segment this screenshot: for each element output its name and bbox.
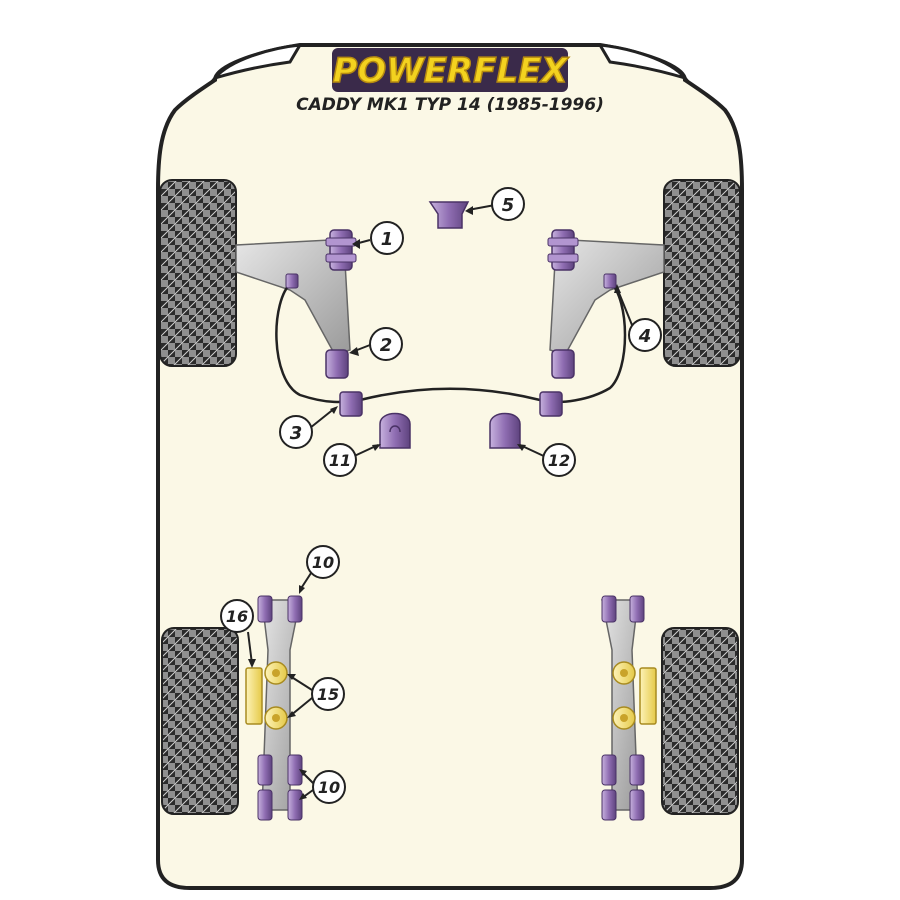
svg-text:5: 5 (502, 195, 515, 216)
callout-3: 3 (279, 415, 313, 449)
bush-1-icon (325, 229, 357, 271)
front-left-tyre-icon (159, 179, 237, 367)
svg-text:15: 15 (317, 685, 339, 704)
bush-2-icon (325, 349, 349, 379)
callout-1: 1 (370, 221, 404, 255)
callout-10-top: 10 (306, 545, 340, 579)
callout-11: 11 (323, 443, 357, 477)
svg-text:1: 1 (381, 229, 394, 250)
leader-arrowheads (248, 206, 621, 800)
powerflex-logo: POWERFLEX (332, 48, 570, 92)
bush-3-icon (339, 391, 363, 417)
front-right-tyre-icon (663, 179, 741, 367)
rear-right-tyre-icon (661, 627, 739, 815)
bump-pad-16-left-icon (245, 667, 263, 725)
logo-text: POWERFLEX (332, 51, 569, 91)
callout-16: 16 (220, 599, 254, 633)
bush-4-left-icon (285, 273, 299, 289)
bush-1-right-icon (547, 229, 579, 271)
svg-text:4: 4 (638, 326, 652, 347)
bush-4-icon (603, 273, 617, 289)
callout-2: 2 (369, 327, 403, 361)
callout-12: 12 (542, 443, 576, 477)
rear-left-tyre-icon (161, 627, 239, 815)
svg-text:10: 10 (312, 553, 334, 572)
callout-15: 15 (311, 677, 345, 711)
page-title: CADDY MK1 TYP 14 (1985-1996) (296, 95, 604, 115)
callout-10-bottom: 10 (312, 770, 346, 804)
anti-roll-bar (275, 281, 627, 404)
svg-text:10: 10 (318, 778, 340, 797)
callout-4: 4 (628, 318, 662, 352)
bump-pad-16-right-icon (639, 667, 657, 725)
bush-2-right-icon (551, 349, 575, 379)
bush-3-right-icon (539, 391, 563, 417)
car-body-outline (156, 43, 744, 890)
bush-5-icon (428, 201, 470, 229)
svg-text:16: 16 (226, 607, 248, 626)
svg-text:2: 2 (380, 335, 393, 356)
left-headlight (210, 43, 303, 81)
svg-text:3: 3 (290, 423, 303, 444)
svg-text:11: 11 (329, 451, 351, 470)
svg-text:12: 12 (548, 451, 570, 470)
bush-12-icon (489, 412, 521, 449)
bush-11-icon (379, 412, 411, 449)
callout-5: 5 (491, 187, 525, 221)
bush-10-icons (257, 595, 645, 821)
right-headlight (597, 43, 690, 81)
